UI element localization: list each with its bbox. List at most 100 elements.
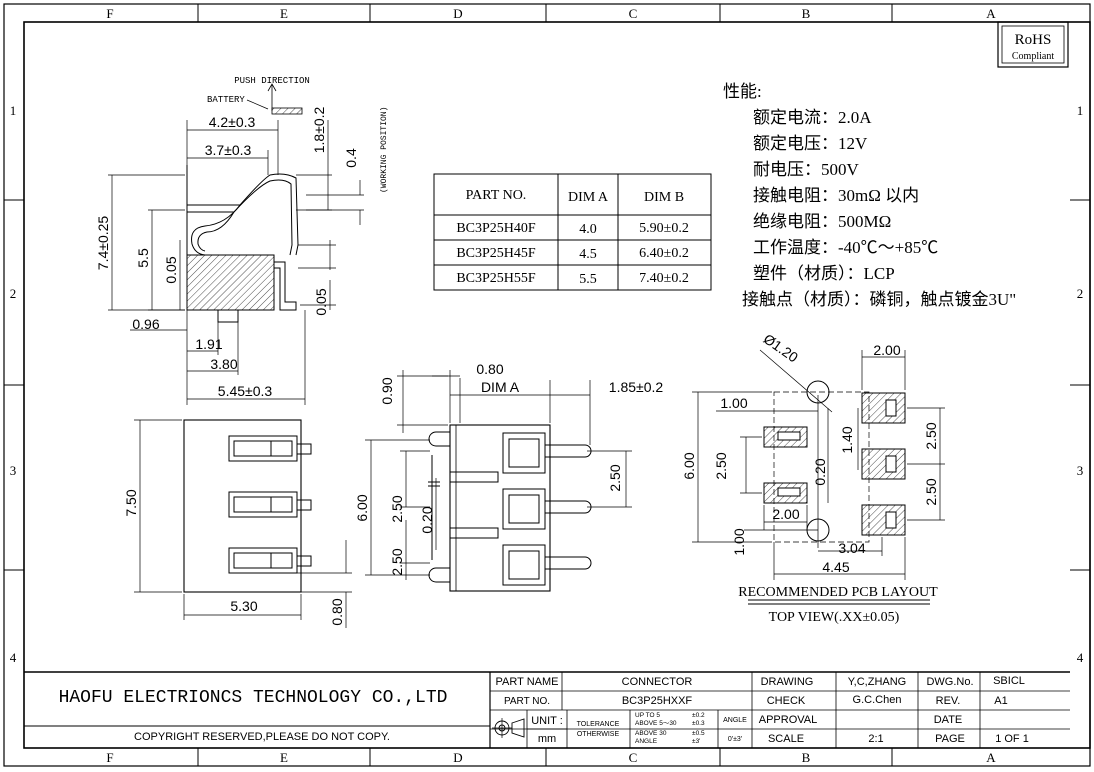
angle-label: ANGLE <box>723 717 747 724</box>
rohs-title: RoHS <box>1015 32 1052 48</box>
copyright-notice: COPYRIGHT RESERVED,PLEASE DO NOT COPY. <box>134 731 390 743</box>
spec-line: 工作温度：-40℃～+85℃ <box>753 238 938 257</box>
dim-1-00-top: 1.00 <box>720 395 747 411</box>
dim-2-50-mid: 2.50 <box>389 495 405 522</box>
battery-label: BATTERY <box>207 95 245 105</box>
col-label-d-bottom: D <box>453 750 462 765</box>
table-header-dim-b: DIM B <box>644 190 684 205</box>
row-label-1: 1 <box>10 103 17 118</box>
dwg-no-value: SBICL <box>993 675 1025 687</box>
tol-above-5-30-value: ±0.3 <box>692 720 705 727</box>
pcb-layout <box>692 349 945 605</box>
scale-value: 2:1 <box>868 733 883 745</box>
col-label-f: F <box>106 6 113 21</box>
dim-1-40: 1.40 <box>839 426 855 453</box>
row-label-3-right: 3 <box>1077 463 1084 478</box>
col-label-b-bottom: B <box>802 750 811 765</box>
dim-5-5: 5.5 <box>135 248 151 268</box>
table-cell: 5.90±0.2 <box>639 221 689 236</box>
table-cell: 5.5 <box>579 272 597 287</box>
col-label-e: E <box>280 6 288 21</box>
spec-line: 额定电流：2.0A <box>753 108 872 127</box>
dim-0-80-bottom: 0.80 <box>329 598 345 625</box>
dim-1-8: 1.8±0.2 <box>311 106 327 153</box>
dim-diameter-1-20: Ø1.20 <box>761 330 802 365</box>
dim-4-45: 4.45 <box>822 559 849 575</box>
dim-3-80: 3.80 <box>210 356 237 372</box>
scale-label: SCALE <box>768 733 804 745</box>
pcb-caption: RECOMMENDED PCB LAYOUT <box>738 585 938 600</box>
dim-6-00: 6.00 <box>354 494 370 521</box>
front-view-labels: 7.50 5.30 0.80 <box>123 489 345 625</box>
col-label-a-bottom: A <box>986 750 996 765</box>
dim-1-91: 1.91 <box>195 336 222 352</box>
pcb-layout-labels: Ø1.20 2.00 1.00 6.00 2.50 1.40 0.20 2.50… <box>681 330 939 625</box>
dim-1-85: 1.85±0.2 <box>609 379 664 395</box>
dim-2-50-left: 2.50 <box>713 452 729 479</box>
col-label-f-bottom: F <box>106 750 113 765</box>
check-label: CHECK <box>767 695 806 707</box>
table-cell: 4.5 <box>579 247 597 262</box>
dim-a-label: DIM A <box>481 379 520 395</box>
table-cell: 6.40±0.2 <box>639 246 689 261</box>
dim-2-00-top: 2.00 <box>873 342 900 358</box>
title-block: HAOFU ELECTRIONCS TECHNOLOGY CO.,LTD COP… <box>24 671 1070 748</box>
col-label-c-bottom: C <box>629 750 638 765</box>
dim-0-20: 0.20 <box>419 506 435 533</box>
drawing-label: DRAWING <box>761 676 814 688</box>
tol-angle-value: ±3' <box>692 738 700 745</box>
table-cell: 4.0 <box>579 222 597 237</box>
dim-7-50: 7.50 <box>123 489 139 516</box>
row-label-2-right: 2 <box>1077 286 1084 301</box>
part-name-value: CONNECTOR <box>622 676 693 688</box>
dim-5-45: 5.45±0.3 <box>218 383 273 399</box>
table-header-part-no: PART NO. <box>466 188 527 203</box>
col-label-e-bottom: E <box>280 750 288 765</box>
table-cell: BC3P25H55F <box>456 271 536 286</box>
angle-value: 0'±3' <box>728 736 742 743</box>
tol-up-to-5-value: ±0.2 <box>692 712 705 719</box>
otherwise-label: OTHERWISE <box>577 731 620 738</box>
dim-0-4: 0.4 <box>343 148 359 168</box>
dim-0-05-right: 0.05 <box>313 288 329 315</box>
dim-3-7: 3.7±0.3 <box>205 142 252 158</box>
front-view <box>134 419 352 628</box>
dwg-no-label: DWG.No. <box>926 676 973 688</box>
dim-2-50-right: 2.50 <box>607 464 623 491</box>
table-cell: BC3P25H45F <box>456 246 536 261</box>
dim-0-05-left: 0.05 <box>163 256 179 283</box>
pcb-subcaption: TOP VIEW(.XX±0.05) <box>769 610 900 625</box>
tol-angle: ANGLE <box>635 738 658 745</box>
dim-1-00-bottom: 1.00 <box>731 528 747 555</box>
specifications: 性能: 额定电流：2.0A 额定电压：12V 耐电压：500V 接触电阻：30m… <box>723 82 1016 309</box>
drawing-frame <box>3 3 1091 767</box>
dim-7-4: 7.4±0.25 <box>95 216 111 271</box>
approval-label: APPROVAL <box>759 714 818 726</box>
dim-4-2: 4.2±0.3 <box>209 114 256 130</box>
spec-line: 接触电阻：30mΩ 以内 <box>753 186 919 205</box>
push-direction-label: PUSH DIRECTION <box>234 76 310 86</box>
part-name-label: PART NAME <box>496 676 559 688</box>
part-number-table: PART NO. DIM A DIM B BC3P25H40F 4.0 5.90… <box>433 173 712 291</box>
spec-line: 耐电压：500V <box>753 160 859 179</box>
tol-up-to-5: UP TO 5 <box>635 712 660 719</box>
zone-labels: F E D C B A F E D C B A 1 2 3 4 1 2 3 4 <box>10 6 1084 765</box>
col-label-a: A <box>986 6 996 21</box>
col-label-d: D <box>453 6 462 21</box>
spec-line: 接触点（材质）：磷铜，触点镀金3U" <box>742 290 1016 309</box>
row-label-2: 2 <box>10 286 17 301</box>
rev-value: A1 <box>994 695 1007 707</box>
check-value: G.C.Chen <box>853 694 902 706</box>
tol-above-30: ABOVE 30 <box>635 730 667 737</box>
rev-label: REV. <box>936 695 961 707</box>
dim-2-00-bottom: 2.00 <box>772 506 799 522</box>
row-label-4: 4 <box>10 650 17 665</box>
spec-line: 绝缘电阻：500MΩ <box>753 212 891 231</box>
col-label-b: B <box>802 6 811 21</box>
table-cell: 7.40±0.2 <box>639 271 689 286</box>
working-position-label: (WORKING POSITION) <box>380 107 389 193</box>
dim-2-50-right-bottom: 2.50 <box>923 478 939 505</box>
tol-above-30-value: ±0.5 <box>692 730 705 737</box>
part-no-label: PART NO. <box>504 696 550 707</box>
